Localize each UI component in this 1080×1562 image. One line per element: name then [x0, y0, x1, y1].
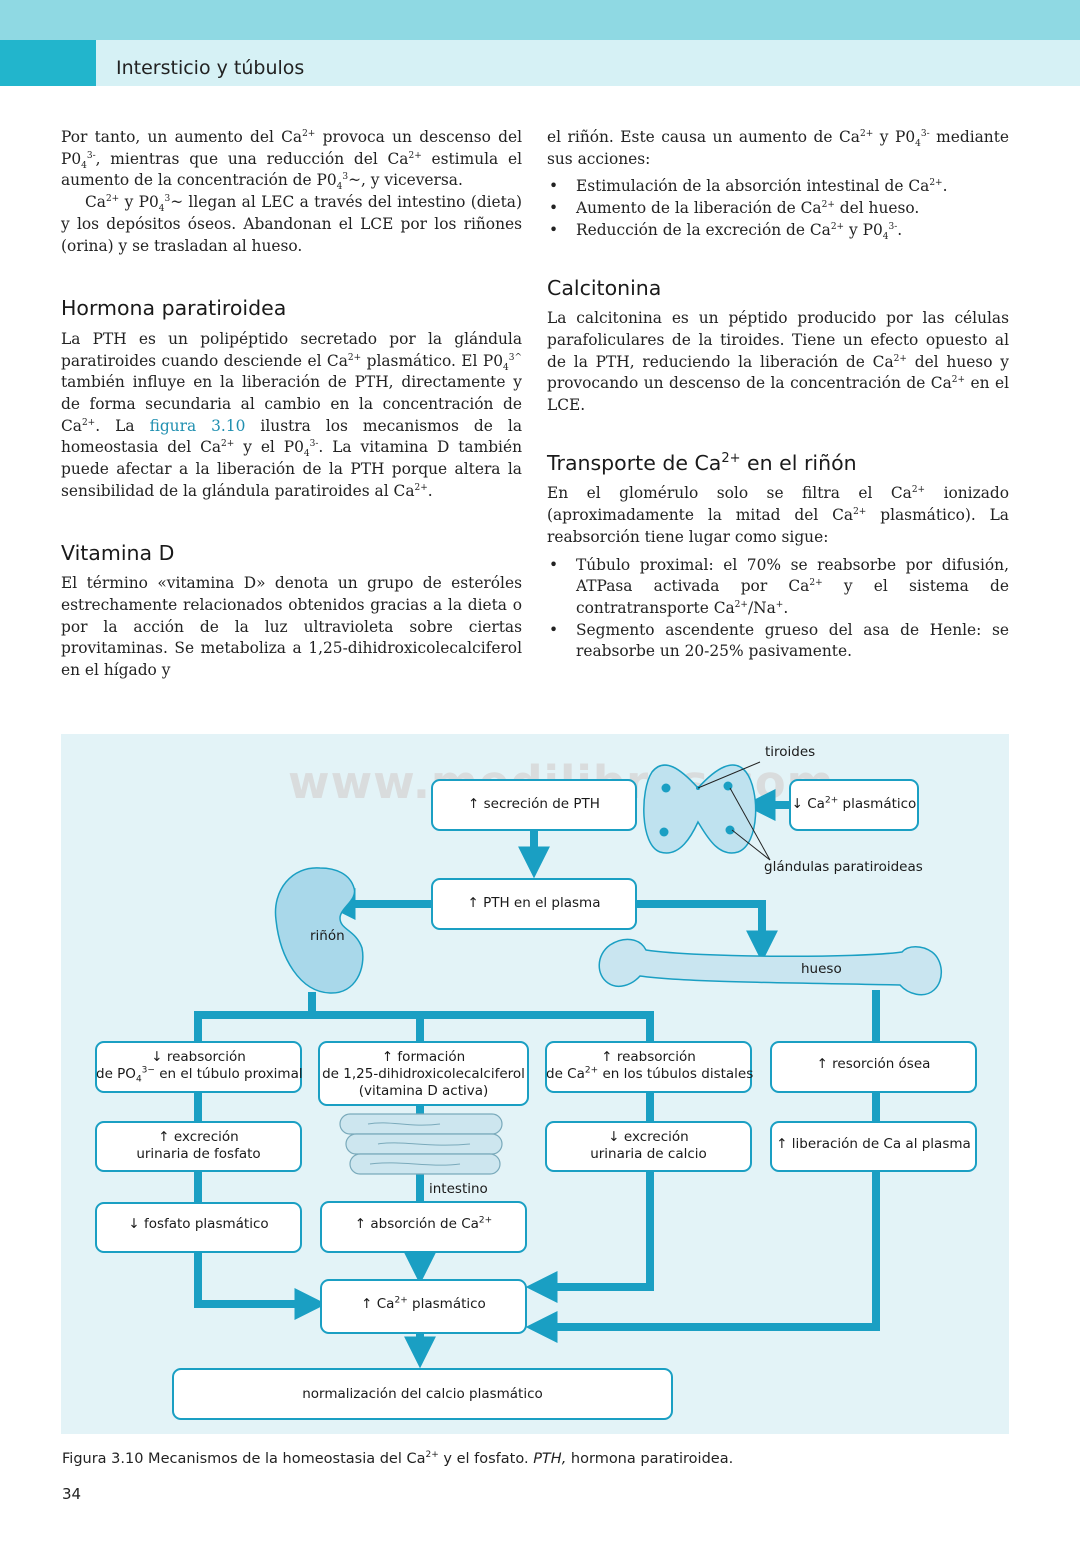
box-reabs-ca: [545, 1041, 752, 1093]
box-pth-plasma: [431, 878, 637, 930]
paragraph-glomerulo: En el glomérulo solo se filtra el Ca2+ i…: [547, 484, 1009, 546]
paragraph-kidney-actions: el riñón. Este causa un aumento de Ca2+ …: [547, 128, 1010, 168]
box-ca-plasmatico-low: [789, 779, 919, 831]
heading-hormona-paratiroidea: Hormona paratiroidea: [61, 296, 287, 321]
list-item: •Aumento de la liberación de Ca2+ del hu…: [549, 199, 920, 218]
paragraph-lec-sources: Ca2+ y P043~ llegan al LEC a través del …: [61, 193, 522, 255]
box-normalizacion: [172, 1368, 673, 1420]
text-pth-plasma: ↑ PTH en el plasma: [467, 895, 601, 911]
paragraph-vitamina-d: El término «vitamina D» denota un grupo …: [61, 574, 522, 680]
figure-reference-link[interactable]: figura 3.10: [149, 416, 246, 435]
paragraph-calcitonina: La calcitonina es un péptido producido p…: [547, 309, 1010, 415]
figure-caption: Figura 3.10 Mecanismos de la homeostasia…: [62, 1450, 734, 1467]
label-intestino: intestino: [429, 1181, 488, 1197]
list-item: •Segmento ascendente grueso del asa de H…: [549, 620, 1009, 661]
box-reabs-po4: [95, 1041, 302, 1093]
arrow-calcium-to-plasma: [525, 1171, 654, 1303]
box-ca-plasmatico-up: [320, 1279, 527, 1334]
label-hueso: hueso: [801, 961, 842, 977]
label-tiroides: tiroides: [765, 744, 816, 760]
heading-calcitonina: Calcitonina: [547, 275, 662, 300]
kidney-illustration: [274, 867, 364, 994]
text-resorcion: ↑ resorción ósea: [816, 1056, 931, 1072]
box-liberacion-ca: [770, 1121, 977, 1172]
text-ca-plasmatico-low: ↓ Ca2+ plasmático: [791, 795, 917, 812]
text-liberacion-ca: ↑ liberación de Ca al plasma: [776, 1136, 971, 1152]
list-item: •Estimulación de la absorción intestinal…: [549, 177, 948, 196]
top-color-band: [0, 0, 1080, 40]
page-number: 34: [62, 1485, 82, 1503]
header-strip: [0, 40, 1080, 86]
label-rinon: riñón: [310, 928, 345, 944]
box-formacion-vitd: [318, 1041, 529, 1106]
text-normalizacion: normalización del calcio plasmático: [302, 1386, 543, 1402]
list-item: •Túbulo proximal: el 70% se reabsorbe po…: [549, 555, 1009, 617]
text-fosfato-plasmatico: ↓ fosfato plasmático: [128, 1216, 269, 1232]
intestine-illustration: [339, 1113, 503, 1175]
box-excrecion-calcio: [545, 1121, 752, 1172]
box-absorcion-ca: [320, 1201, 527, 1253]
heading-transporte-ca: Transporte de Ca2+ en el riñón: [547, 450, 857, 475]
arrow-left-to-plasma: [194, 1252, 327, 1320]
reabsorption-list: •Túbulo proximal: el 70% se reabsorbe po…: [547, 555, 1009, 664]
text-ca-plasmatico-up: ↑ Ca2+ plasmático: [361, 1295, 486, 1312]
box-resorcion: [770, 1041, 977, 1093]
heading-vitamina-d: Vitamina D: [61, 540, 175, 565]
left-column: Por tanto, un aumento del Ca2+ provoca u…: [61, 127, 522, 682]
bone-illustration: [598, 938, 942, 996]
arrow-pth-to-bone: [636, 900, 778, 963]
text-absorcion-ca: ↑ absorción de Ca2+: [354, 1215, 493, 1232]
box-fosfato-plasmatico: [95, 1202, 302, 1253]
paragraph-pth: La PTH es un polipéptido secretado por l…: [61, 329, 523, 500]
running-header: Intersticio y túbulos: [116, 57, 305, 79]
vitamin-d-actions-list: •Estimulación de la absorción intestinal…: [547, 176, 1009, 241]
header-accent-block: [0, 40, 96, 86]
label-glandulas-paratiroideas: glándulas paratiroideas: [764, 859, 923, 875]
paragraph-ca-po4-relation: Por tanto, un aumento del Ca2+ provoca u…: [61, 128, 522, 193]
thyroid-illustration: [643, 761, 771, 861]
box-secrecion-pth: [431, 779, 637, 831]
text-secrecion-pth: ↑ secreción de PTH: [468, 796, 600, 812]
arrow-bone-to-plasma: [525, 1171, 880, 1343]
list-item: •Reducción de la excreción de Ca2+ y P04…: [549, 220, 903, 242]
box-excrecion-fosfato: [95, 1121, 302, 1172]
right-column: el riñón. Este causa un aumento de Ca2+ …: [547, 127, 1009, 663]
